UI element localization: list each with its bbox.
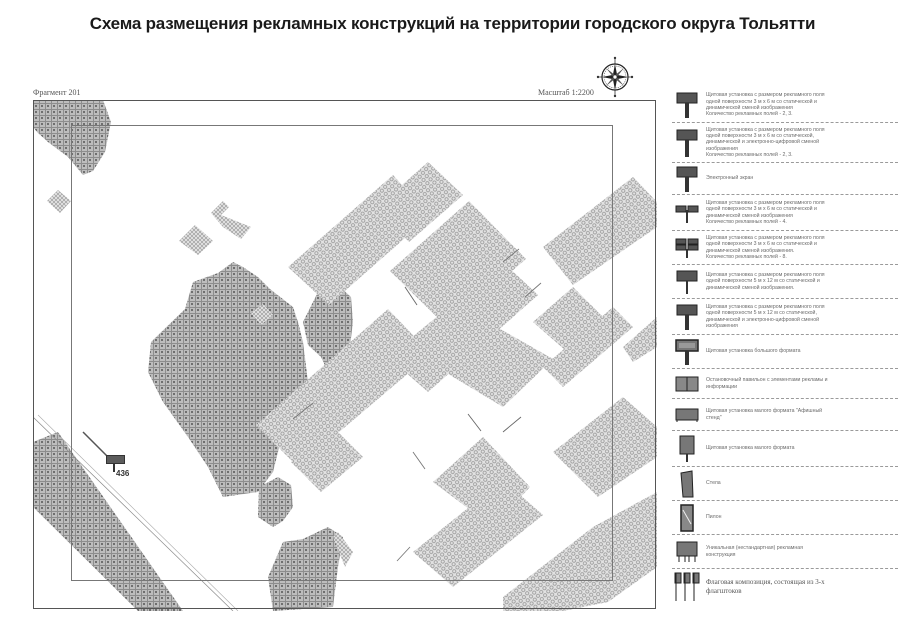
building: [251, 304, 273, 325]
bus-stop-pavilion-icon: [672, 376, 702, 392]
scale-label: Масштаб 1:2200: [538, 88, 594, 97]
legend-item: Щитовая установка малого формата: [672, 431, 898, 467]
page-title: Схема размещения рекламных конструкций н…: [89, 14, 816, 33]
green-zone: [333, 532, 353, 567]
building: [291, 427, 363, 492]
large-format-billboard-icon: [672, 338, 702, 366]
building: [47, 190, 71, 213]
electronic-screen-icon: [672, 165, 702, 193]
small-billboard-icon: [672, 435, 702, 463]
compass-rose-icon: [596, 56, 634, 98]
legend-item: Остановочный павильон с элементами рекла…: [672, 369, 898, 399]
poster-stand-icon: [672, 408, 702, 422]
fragment-label: Фрагмент 201: [33, 88, 81, 97]
legend-item: Щитовая установка с размером рекламного …: [672, 299, 898, 335]
building: [390, 201, 526, 327]
building: [543, 307, 633, 387]
billboard-marker-436[interactable]: 436: [106, 455, 132, 481]
billboard-8-fields-icon: [672, 237, 702, 259]
building: [179, 225, 213, 255]
billboard-5x12-static-icon: [672, 269, 702, 295]
map-canvas[interactable]: 436: [33, 97, 657, 611]
building: [256, 309, 431, 467]
legend-item: Стела: [672, 467, 898, 501]
billboard-static-icon: [672, 91, 702, 119]
green-zone: [148, 262, 308, 497]
building: [623, 317, 657, 362]
unique-structure-icon: [672, 540, 702, 564]
pylon-icon: [672, 503, 702, 532]
billboard-5x12-digital-icon: [672, 303, 702, 331]
stele-icon: [672, 469, 702, 498]
legend-item: Электронный экран: [672, 163, 898, 195]
building: [553, 397, 657, 497]
building: [503, 492, 657, 611]
legend-item: Пилон: [672, 501, 898, 535]
green-zone: [33, 432, 183, 611]
building: [388, 262, 538, 392]
building: [543, 177, 657, 285]
legend-item: Щитовая установка с размером рекламного …: [672, 231, 898, 265]
building: [413, 480, 543, 587]
legend-item: Щитовая установка с размером рекламного …: [672, 123, 898, 163]
legend-item: Щитовая установка с размером рекламного …: [672, 88, 898, 123]
building: [288, 175, 430, 305]
green-zone: [268, 527, 343, 611]
green-zone: [258, 477, 293, 527]
legend-item: Щитовая установка большого формата: [672, 335, 898, 369]
building: [211, 201, 251, 239]
billboard-4-fields-icon: [672, 202, 702, 224]
marker-label: 436: [116, 469, 130, 478]
billboard-digital-icon: [672, 128, 702, 158]
legend-item: Щитовая установка с размером рекламного …: [672, 195, 898, 231]
billboard-marker-icon: [106, 455, 125, 464]
legend-item: Щитовая установка малого формата "Афишны…: [672, 399, 898, 431]
flag-composition-icon: [672, 572, 702, 602]
legend: Щитовая установка с размером рекламного …: [672, 88, 898, 605]
legend-item: Щитовая установка с размером рекламного …: [672, 265, 898, 299]
